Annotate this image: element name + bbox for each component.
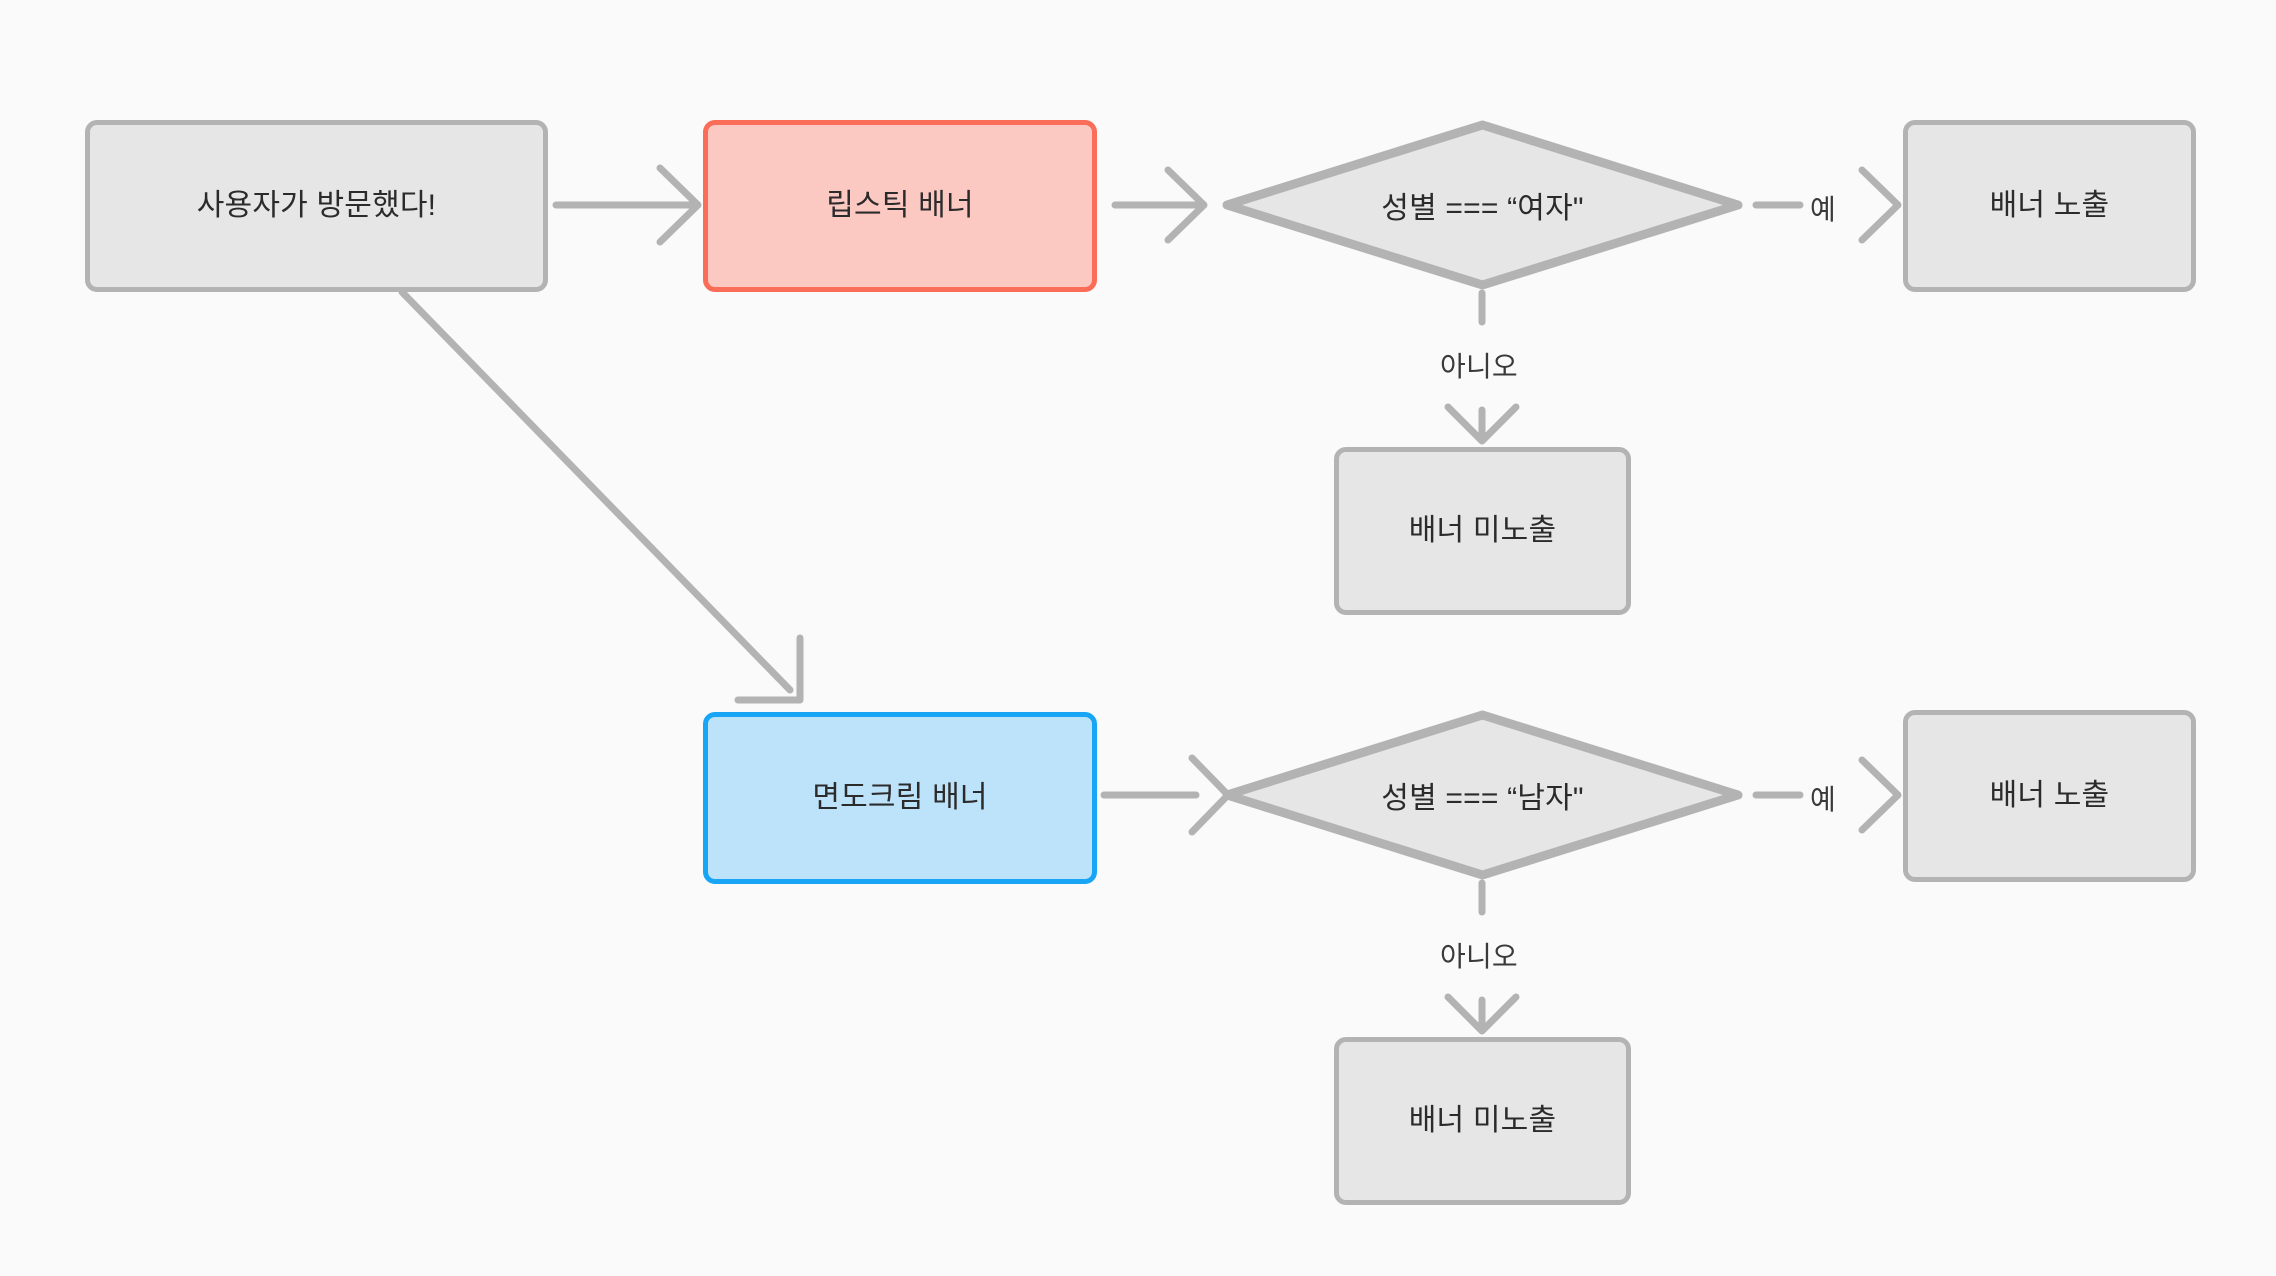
node-start-label: 사용자가 방문했다! (196, 188, 437, 222)
edge-label-female-yes: 예 (1810, 194, 1836, 225)
edge-label-male-yes: 예 (1810, 784, 1836, 815)
edge-shaving-to-condition-male (1100, 754, 1232, 836)
node-condition-female[interactable]: 성별 === “여자" (1222, 120, 1743, 290)
edge-start-to-shaving (398, 288, 804, 704)
diamond-shape-male (1222, 710, 1743, 880)
node-shaving-banner-label: 면도크림 배너 (812, 780, 988, 814)
node-show-banner-female[interactable]: 배너 노출 (1903, 120, 2196, 292)
node-lipstick-banner-label: 립스틱 배너 (826, 188, 974, 222)
node-condition-male[interactable]: 성별 === “남자" (1222, 710, 1743, 880)
edge-start-to-lipstick (552, 164, 702, 246)
node-hide-banner-male-label: 배너 미노출 (1408, 1103, 1557, 1137)
edge-label-male-no: 아니오 (1440, 941, 1518, 972)
edge-label-female-no: 아니오 (1440, 351, 1518, 382)
edge-lipstick-to-condition-female (1111, 166, 1208, 244)
node-show-banner-male[interactable]: 배너 노출 (1903, 710, 2196, 882)
node-show-banner-female-label: 배너 노출 (1989, 188, 2110, 222)
node-start[interactable]: 사용자가 방문했다! (85, 120, 548, 292)
node-shaving-banner[interactable]: 면도크림 배너 (703, 712, 1097, 884)
node-hide-banner-female-label: 배너 미노출 (1408, 513, 1557, 547)
node-hide-banner-male[interactable]: 배너 미노출 (1334, 1037, 1631, 1205)
node-hide-banner-female[interactable]: 배너 미노출 (1334, 447, 1631, 615)
node-lipstick-banner[interactable]: 립스틱 배너 (703, 120, 1097, 292)
diamond-shape-female (1222, 120, 1743, 290)
node-show-banner-male-label: 배너 노출 (1989, 778, 2110, 812)
